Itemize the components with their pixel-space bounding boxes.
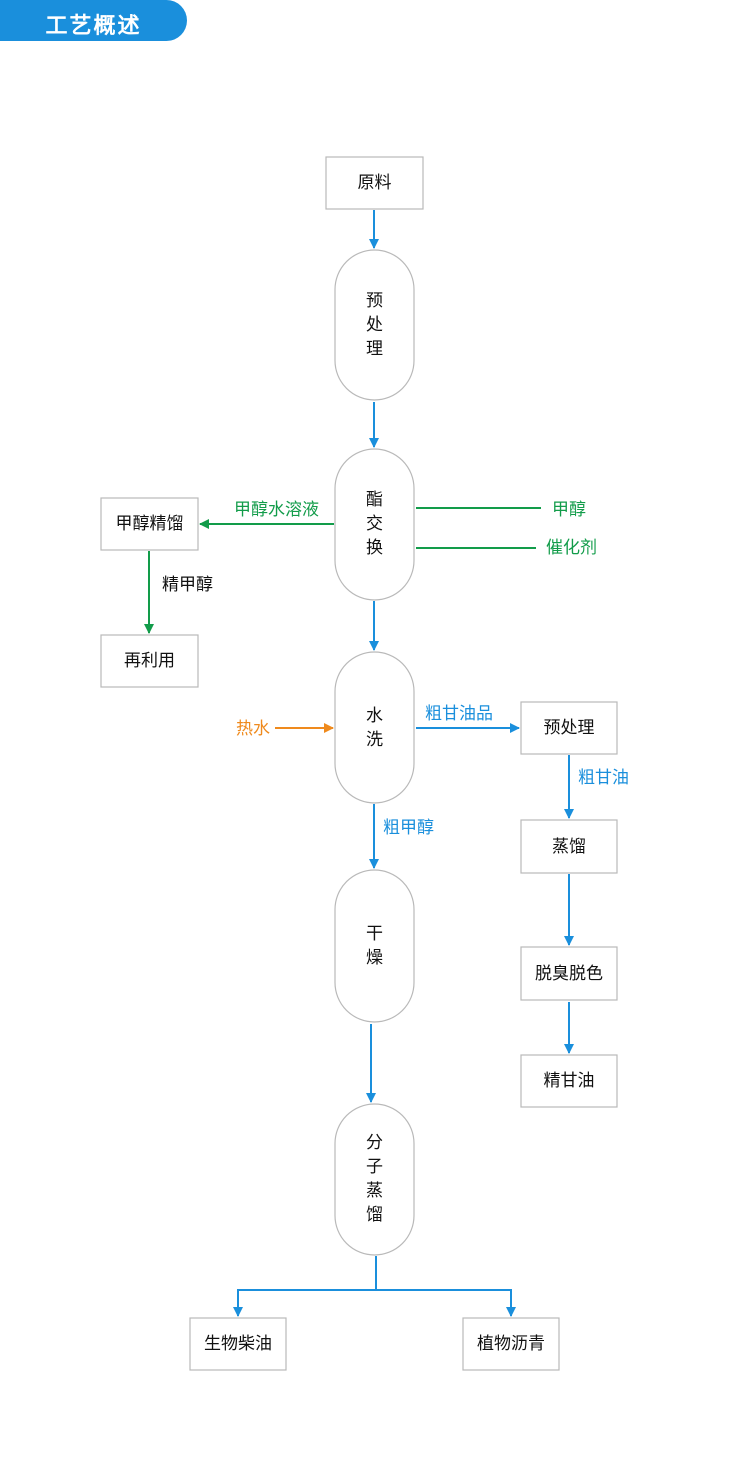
node-raw-material-label: 原料	[358, 173, 392, 193]
label-crude-glycerin: 粗甘油	[578, 768, 629, 788]
node-deodorize-decolor-label: 脱臭脱色	[535, 964, 603, 984]
node-methanol-rectification-label: 甲醇精馏	[116, 514, 184, 534]
node-plant-asphalt: 植物沥青	[462, 1317, 560, 1371]
label-refined-methanol: 精甲醇	[162, 575, 213, 595]
node-pretreatment-char-3: 理	[366, 339, 383, 359]
node-washing-char-1: 水	[366, 706, 383, 726]
node-deodorize-decolor: 脱臭脱色	[520, 946, 618, 1001]
node-drying: 干 燥	[334, 869, 415, 1023]
label-crude-glycerin-product: 粗甘油品	[425, 704, 493, 724]
node-drying-char-1: 干	[366, 924, 383, 944]
node-washing: 水 洗	[334, 651, 415, 804]
header-title: 工艺概述	[45, 14, 142, 39]
node-refined-glycerin: 精甘油	[520, 1054, 618, 1108]
node-biodiesel: 生物柴油	[189, 1317, 287, 1371]
label-crude-methanol: 粗甲醇	[383, 818, 434, 838]
node-pretreatment-char-2: 处	[366, 315, 383, 335]
connector-split-asphalt	[376, 1289, 516, 1317]
node-molecular-distillation-char-1: 分	[366, 1133, 383, 1153]
node-molecular-distillation-char-3: 蒸	[366, 1181, 383, 1201]
node-raw-material: 原料	[325, 156, 424, 210]
label-methanol: 甲醇	[552, 500, 586, 520]
label-methanol-water-solution: 甲醇水溶液	[234, 500, 319, 520]
node-molecular-distillation-char-2: 子	[366, 1157, 383, 1177]
node-transesterification-char-1: 酯	[366, 490, 383, 510]
node-distillation-label: 蒸馏	[552, 837, 586, 857]
label-hot-water: 热水	[236, 719, 270, 739]
node-transesterification-char-3: 换	[366, 538, 383, 558]
node-biodiesel-label: 生物柴油	[204, 1334, 272, 1354]
node-distillation: 蒸馏	[520, 819, 618, 874]
node-transesterification-char-2: 交	[366, 514, 383, 534]
node-drying-char-2: 燥	[366, 948, 383, 968]
node-molecular-distillation: 分 子 蒸 馏	[334, 1103, 415, 1256]
node-pretreatment-char-1: 预	[366, 291, 383, 311]
node-transesterification: 酯 交 换	[334, 448, 415, 601]
node-reuse: 再利用	[100, 634, 199, 688]
node-glycerin-pretreatment-label: 预处理	[544, 718, 595, 738]
connector-split-products	[233, 1256, 377, 1317]
node-methanol-rectification: 甲醇精馏	[100, 497, 199, 551]
node-refined-glycerin-label: 精甘油	[544, 1071, 595, 1091]
label-catalyst: 催化剂	[546, 538, 597, 558]
node-reuse-label: 再利用	[124, 651, 175, 671]
node-glycerin-pretreatment: 预处理	[520, 701, 618, 755]
header-pill: 工艺概述	[0, 0, 187, 41]
node-plant-asphalt-label: 植物沥青	[477, 1334, 545, 1354]
node-washing-char-2: 洗	[366, 730, 383, 750]
node-molecular-distillation-char-4: 馏	[366, 1205, 383, 1225]
node-pretreatment: 预 处 理	[334, 249, 415, 401]
